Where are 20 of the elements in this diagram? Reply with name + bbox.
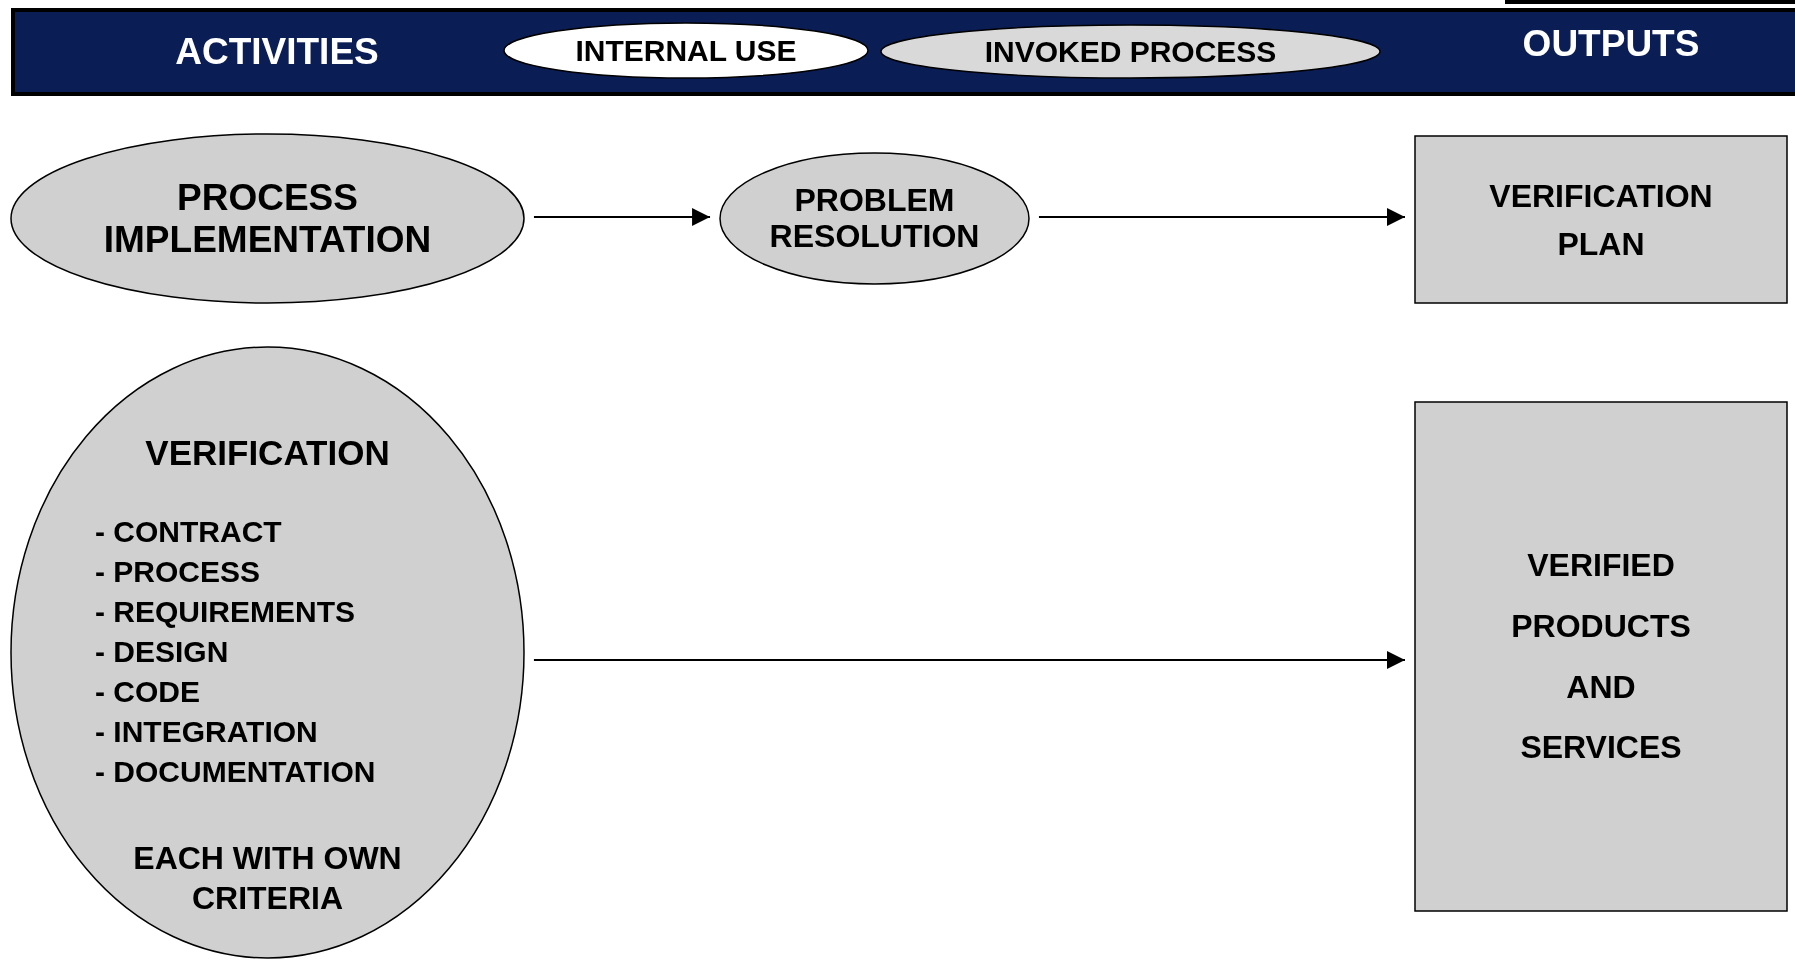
node-note: EACH WITH OWN CRITERIA bbox=[132, 839, 403, 918]
list-item: - DOCUMENTATION bbox=[95, 755, 376, 790]
node-label: VERIFIED PRODUCTS AND SERVICES bbox=[1510, 545, 1692, 768]
list-item: - REQUIREMENTS bbox=[95, 595, 355, 630]
node-label: VERIFICATION PLAN bbox=[1488, 176, 1714, 264]
legend-label: INVOKED PROCESS bbox=[983, 34, 1278, 69]
list-item: - PROCESS bbox=[95, 555, 261, 590]
list-item: - INTEGRATION bbox=[95, 715, 318, 750]
node-heading: VERIFICATION bbox=[144, 433, 391, 474]
list-item: - CODE bbox=[95, 675, 200, 710]
node-label: PROCESS IMPLEMENTATION bbox=[102, 177, 433, 260]
list-item: - DESIGN bbox=[95, 635, 229, 670]
header-label: ACTIVITIES bbox=[175, 31, 379, 73]
arrow bbox=[532, 651, 1406, 669]
legend-label: INTERNAL USE bbox=[574, 33, 798, 68]
header-label: OUTPUTS bbox=[1522, 23, 1700, 65]
arrow bbox=[532, 208, 712, 226]
arrow bbox=[1037, 208, 1406, 226]
node-label: PROBLEM RESOLUTION bbox=[768, 182, 981, 255]
list-item: - CONTRACT bbox=[95, 515, 282, 550]
